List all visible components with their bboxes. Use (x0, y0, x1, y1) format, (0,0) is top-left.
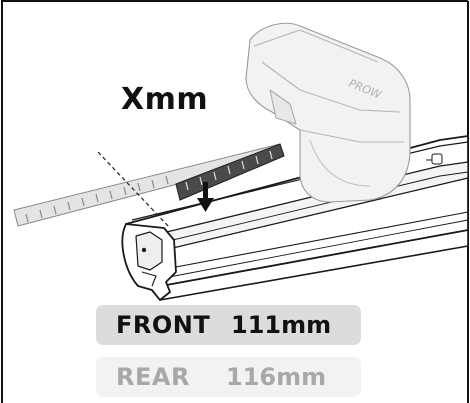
down-arrow-icon (197, 182, 214, 212)
front-label: FRONT (116, 311, 211, 339)
roof-foot: PROW (245, 22, 411, 203)
bar-fastener (426, 153, 443, 165)
measurement-label: Xmm (121, 82, 209, 117)
rear-label: REAR (116, 363, 190, 391)
dashed-guide-line (97, 151, 171, 229)
roof-bar (125, 135, 469, 301)
rear-value: 116mm (226, 363, 327, 391)
strip-ticks (25, 175, 169, 223)
strip-ticks-dark (185, 150, 273, 191)
bar-end-profile (121, 223, 177, 301)
front-measurement-badge: FRONT 111mm (96, 305, 361, 345)
rear-measurement-badge: REAR 116mm (96, 357, 361, 397)
front-value: 111mm (231, 311, 332, 339)
